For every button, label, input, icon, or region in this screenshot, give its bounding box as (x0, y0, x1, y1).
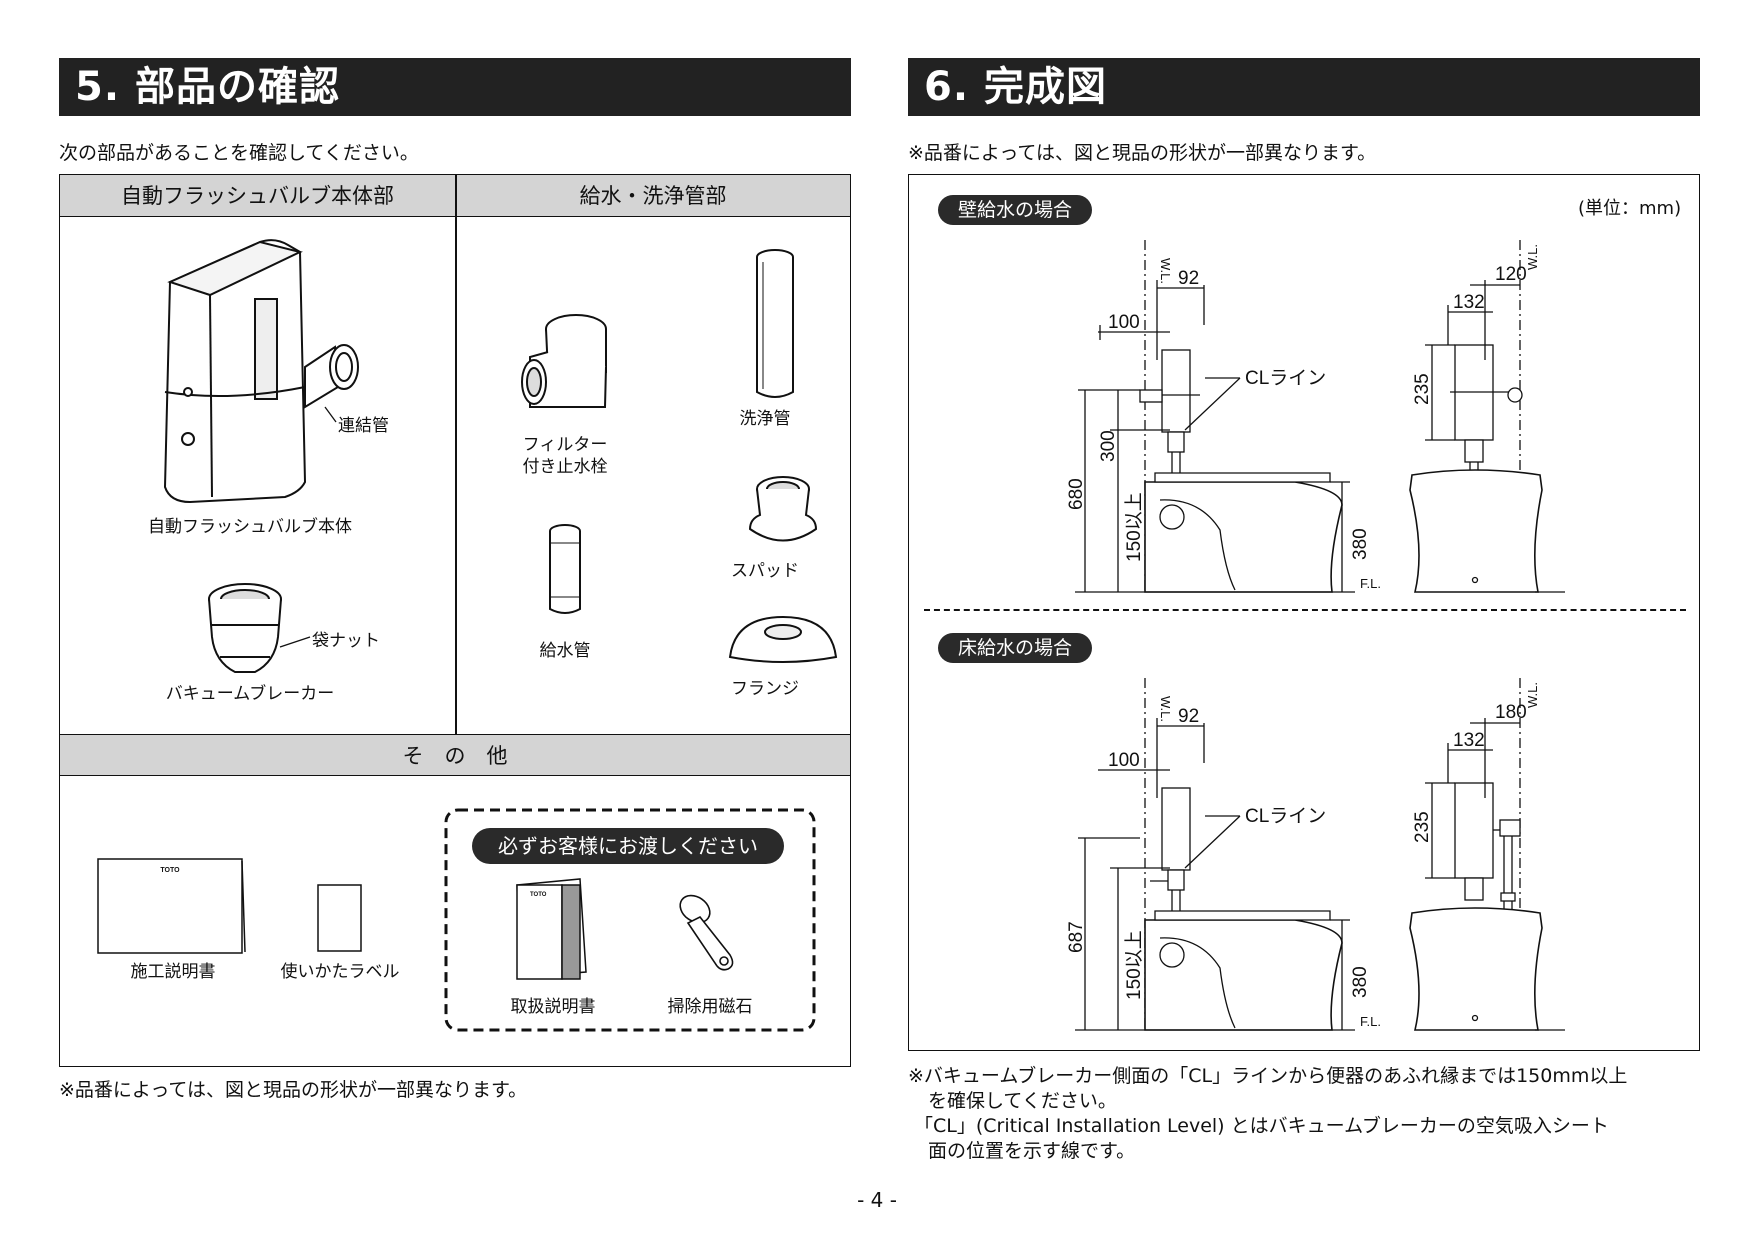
label-supply-pipe: 給水管 (539, 641, 591, 661)
floor-supply-label: 床給水の場合 (938, 633, 1093, 663)
wall-dim-100: 100 (1108, 312, 1140, 333)
unit-label: (単位：mm) (1578, 198, 1682, 219)
header-supply-pipe-unit: 給水・洗浄管部 (456, 175, 850, 217)
page-number: - 4 - (857, 1188, 897, 1212)
completion-footnote-4: 面の位置を示す線です。 (928, 1140, 1136, 1162)
column-divider (455, 175, 457, 735)
floor-supply-drawing: W.L. 92 100 CLライン 687 150以上 380 F.L. W.L… (1066, 678, 1565, 1031)
section-title-parts: 5. 部品の確認 (59, 58, 851, 116)
floor-dim-235: 235 (1412, 811, 1433, 843)
label-cleaning-magnet: 掃除用磁石 (667, 997, 753, 1017)
header-valve-unit: 自動フラッシュバルブ本体部 (60, 175, 456, 217)
parts-illustrations (163, 239, 838, 673)
flush-pipe-illustration (756, 249, 794, 398)
label-filter-stop-line1: フィルター (522, 435, 608, 455)
label-connecting-pipe: 連結管 (338, 416, 389, 436)
section-title-completion: 6. 完成図 (908, 58, 1700, 116)
filter-stop-valve-illustration (521, 314, 607, 408)
handover-banner: 必ずお客様にお渡しください (472, 828, 784, 864)
usage-label-illustration (317, 884, 362, 952)
wall-dim-150: 150以上 (1123, 492, 1145, 562)
parts-footnote: ※品番によっては、図と現品の形状が一部異なります。 (59, 1079, 528, 1101)
label-valve-body: 自動フラッシュバルブ本体 (148, 517, 352, 537)
wall-supply-label: 壁給水の場合 (938, 195, 1093, 225)
completion-footnote-2: を確保してください。 (928, 1090, 1117, 1112)
wall-supply-drawing: W.L. 92 100 CLライン 300 680 150以上 380 F.L.… (1066, 240, 1565, 593)
header-others: そ の 他 (60, 734, 850, 776)
completion-footnote-3: 「CL」(Critical Installation Level) とはバキュー… (914, 1115, 1609, 1137)
valve-body-illustration (163, 239, 359, 504)
wall-dim-120: 120 (1495, 264, 1527, 285)
floor-dim-92: 92 (1178, 706, 1199, 727)
wall-dim-92: 92 (1178, 268, 1199, 289)
label-user-manual: 取扱説明書 (510, 997, 596, 1017)
parts-table (59, 174, 851, 1067)
label-spud: スパッド (731, 561, 799, 581)
wall-cl-line: CLライン (1245, 368, 1326, 389)
wall-wl-front: W.L. (1525, 244, 1540, 270)
label-flush-pipe: 洗浄管 (739, 409, 791, 429)
user-manual-illustration (516, 878, 587, 980)
user-manual-logo: TOTO (530, 892, 547, 898)
flange-illustration (728, 615, 838, 663)
wall-fl: F.L. (1360, 576, 1381, 591)
vacuum-breaker-illustration (208, 583, 282, 673)
completion-intro: ※品番によっては、図と現品の形状が一部異なります。 (908, 142, 1377, 164)
label-bag-nut: 袋ナット (312, 631, 380, 651)
section-divider-dashed (924, 609, 1686, 611)
floor-wl-side: W.L. (1158, 696, 1173, 722)
label-vacuum-breaker: バキュームブレーカー (165, 684, 335, 704)
label-usage-label: 使いかたラベル (280, 962, 400, 982)
parts-intro: 次の部品があることを確認してください。 (59, 142, 419, 164)
wall-dim-380: 380 (1350, 528, 1371, 560)
completion-footnote-1: ※バキュームブレーカー側面の「CL」ラインから便器のあふれ縁までは150mm以上 (908, 1065, 1628, 1087)
others-illustrations: TOTO TOTO (97, 808, 816, 1032)
label-flange: フランジ (731, 679, 799, 699)
floor-dim-132: 132 (1453, 730, 1485, 751)
supply-pipe-illustration (549, 524, 581, 614)
install-manual-illustration (97, 858, 246, 954)
wall-dim-235: 235 (1412, 373, 1433, 405)
install-manual-logo: TOTO (160, 867, 180, 874)
floor-dim-687: 687 (1066, 921, 1087, 953)
cleaning-magnet-illustration (679, 894, 734, 971)
floor-dim-100: 100 (1108, 750, 1140, 771)
floor-cl-line: CLライン (1245, 806, 1326, 827)
spud-illustration (748, 476, 818, 542)
completion-frame (908, 174, 1700, 1051)
label-install-manual: 施工説明書 (130, 962, 216, 982)
label-filter-stop-line2: 付き止水栓 (522, 457, 608, 477)
wall-dim-680: 680 (1066, 478, 1087, 510)
wall-dim-300: 300 (1098, 430, 1119, 462)
wall-dim-132: 132 (1453, 292, 1485, 313)
floor-fl: F.L. (1360, 1014, 1381, 1029)
floor-dim-380: 380 (1350, 966, 1371, 998)
floor-dim-180: 180 (1495, 702, 1527, 723)
floor-dim-150: 150以上 (1123, 930, 1145, 1000)
wall-wl-side: W.L. (1158, 258, 1173, 284)
floor-wl-front: W.L. (1525, 682, 1540, 708)
